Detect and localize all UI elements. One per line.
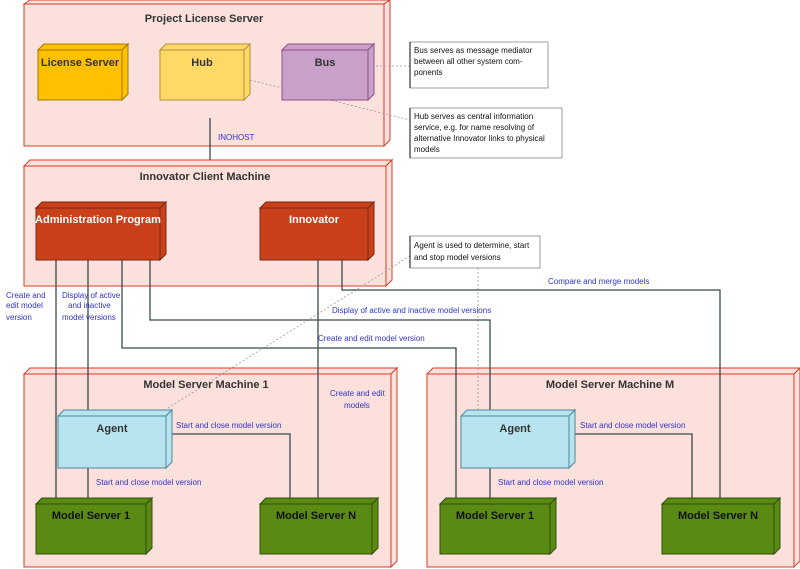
- innovator-node[interactable]: Innovator: [258, 200, 376, 262]
- bus-note-line-2: between all other system com-: [414, 57, 523, 66]
- agent-m-label: Agent: [499, 423, 531, 435]
- hub-note: Hub serves as central information servic…: [409, 107, 563, 159]
- agent-m-to-model-server-n-connection: [575, 433, 693, 500]
- model-server-n-label-machine-1: Model Server N: [276, 510, 356, 522]
- model-server-1-label-machine-m: Model Server 1: [456, 510, 534, 522]
- create-edit-model-version-label: Create and edit model version: [318, 334, 425, 343]
- model-server-machine-m-title: Model Server Machine M: [546, 379, 674, 391]
- inohost-label: INOHOST: [218, 133, 255, 142]
- administration-program-label: Administration Program: [35, 214, 161, 226]
- edge-labels: INOHOST Create and edit model version Di…: [6, 133, 685, 487]
- bus-note-line-3: ponents: [414, 68, 442, 77]
- administration-program-node[interactable]: Administration Program: [34, 200, 168, 262]
- innovator-client-machine-title: Innovator Client Machine: [140, 171, 271, 183]
- display-active-inactive-left-label-2: and inactive: [68, 301, 111, 310]
- agent-1-to-model-server-n-connection: [172, 433, 291, 500]
- license-server-node[interactable]: License Server: [36, 42, 130, 102]
- hub-label: Hub: [191, 57, 213, 69]
- compare-merge-label: Compare and merge models: [548, 277, 649, 286]
- start-close-label-1a: Start and close model version: [176, 421, 281, 430]
- model-server-1-label-machine-1: Model Server 1: [52, 510, 130, 522]
- model-server-n-node-machine-1[interactable]: Model Server N: [258, 496, 380, 556]
- create-edit-version-label-3: version: [6, 313, 32, 322]
- display-active-inactive-label: Display of active and inactive model ver…: [332, 306, 491, 315]
- note-connectors: [167, 65, 479, 410]
- agent-note: Agent is used to determine, start and st…: [409, 235, 541, 269]
- bus-note-line-1: Bus serves as message mediator: [414, 46, 533, 55]
- hub-note-line-3: alternative Innovator links to physical: [414, 134, 545, 143]
- create-edit-models-label-1: Create and edit: [330, 389, 385, 398]
- connections: [55, 118, 721, 500]
- model-server-machine-1-title: Model Server Machine 1: [143, 379, 268, 391]
- create-edit-version-label-2: edit model: [6, 301, 43, 310]
- model-server-1-node-machine-m[interactable]: Model Server 1: [438, 496, 558, 556]
- agent-node-m[interactable]: Agent: [459, 408, 577, 470]
- agent-note-line-2: and stop model versions: [414, 253, 501, 262]
- hub-note-line-1: Hub serves as central information: [414, 112, 533, 121]
- agent-1-label: Agent: [96, 423, 128, 435]
- agent-note-line-1: Agent is used to determine, start: [414, 241, 530, 250]
- agent-node-1[interactable]: Agent: [56, 408, 174, 470]
- project-license-server-title: Project License Server: [145, 13, 264, 25]
- create-edit-models-label-2: models: [344, 401, 370, 410]
- hub-note-connector: [249, 79, 411, 121]
- display-active-inactive-left-label-1: Display of active: [62, 291, 121, 300]
- model-server-1-node-machine-1[interactable]: Model Server 1: [34, 496, 154, 556]
- create-edit-version-label-1: Create and: [6, 291, 46, 300]
- hub-note-line-2: service, e.g. for name resolving of: [414, 123, 535, 132]
- license-server-label: License Server: [41, 57, 120, 69]
- innovator-label: Innovator: [289, 214, 340, 226]
- admin-to-model-server-1-m-connection: [121, 260, 457, 500]
- model-server-n-label-machine-m: Model Server N: [678, 510, 758, 522]
- bus-label: Bus: [315, 57, 336, 69]
- display-active-inactive-left-label-3: model versions: [62, 313, 116, 322]
- hub-node[interactable]: Hub: [158, 42, 252, 102]
- innovator-to-model-server-n-m-connection: [341, 260, 721, 500]
- bus-node[interactable]: Bus: [280, 42, 376, 102]
- start-close-label-ma: Start and close model version: [580, 421, 685, 430]
- start-close-label-mb: Start and close model version: [498, 478, 603, 487]
- start-close-label-1b: Start and close model version: [96, 478, 201, 487]
- hub-note-line-4: models: [414, 145, 440, 154]
- bus-note: Bus serves as message mediator between a…: [409, 41, 549, 89]
- admin-to-agent-m-connection: [149, 260, 491, 412]
- model-server-n-node-machine-m[interactable]: Model Server N: [660, 496, 782, 556]
